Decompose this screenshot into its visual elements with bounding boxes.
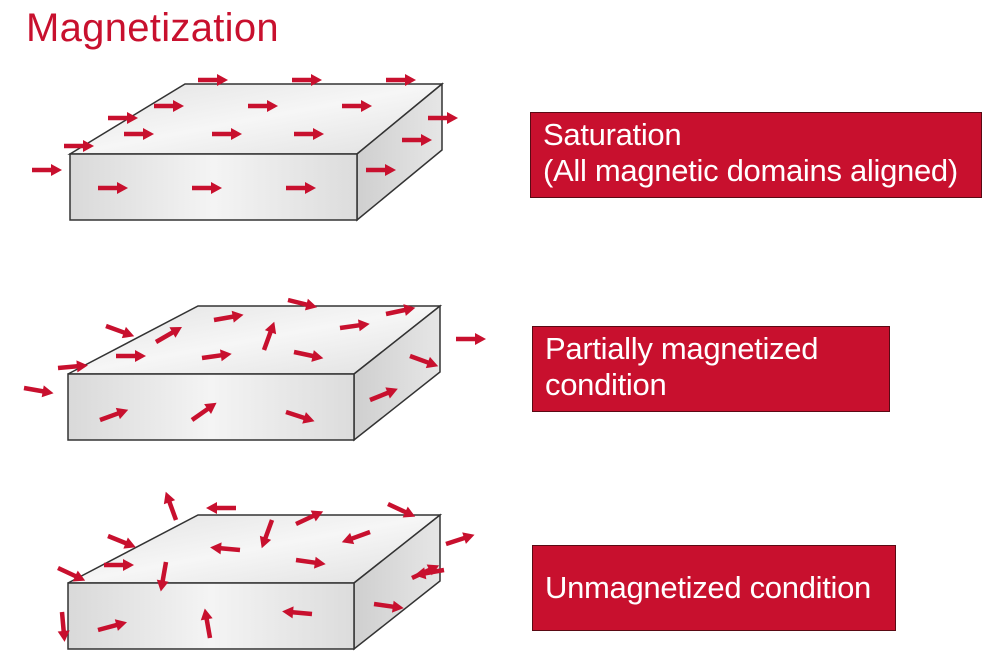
domain-arrow [386, 74, 416, 86]
slab-saturation [32, 74, 458, 222]
label-line: Unmagnetized condition [545, 570, 871, 605]
domain-arrow [369, 387, 398, 403]
domain-arrow [57, 360, 88, 373]
domain-arrow [409, 353, 439, 369]
domain-arrow [294, 128, 324, 140]
domain-arrow [57, 565, 86, 582]
domain-arrow [154, 327, 182, 344]
domain-arrow [282, 606, 313, 619]
domain-arrow [64, 140, 94, 152]
domain-arrow [287, 297, 318, 311]
slab-front-face [67, 582, 355, 650]
domain-arrow [192, 182, 222, 194]
domain-arrow [107, 533, 136, 549]
slab-partial [23, 297, 486, 442]
domain-arrow [105, 323, 135, 339]
domain-arrow [456, 333, 486, 345]
label-line: (All magnetic domains aligned) [543, 153, 958, 188]
domain-arrow [156, 561, 169, 592]
domain-arrow [206, 502, 236, 514]
domain-arrow [261, 321, 277, 351]
domain-arrow [200, 608, 213, 639]
slab-unmagnetized [57, 491, 475, 651]
domain-arrow [402, 134, 432, 146]
domain-arrow [387, 501, 416, 518]
domain-arrow [210, 542, 241, 555]
domain-arrow [292, 74, 322, 86]
domain-arrow [57, 611, 70, 642]
label-partial: Partially magnetized condition [532, 326, 890, 412]
domain-arrow [339, 319, 370, 332]
domain-arrow [259, 519, 275, 549]
domain-arrow [295, 510, 324, 527]
domain-arrow [286, 182, 316, 194]
domain-arrow [213, 310, 244, 323]
domain-arrow [163, 491, 179, 521]
domain-arrow [248, 100, 278, 112]
domain-arrow [97, 619, 127, 633]
domain-arrow [99, 407, 129, 423]
domain-arrow [154, 100, 184, 112]
domain-arrow [373, 600, 404, 613]
domain-arrow [293, 349, 324, 362]
domain-arrow [124, 128, 154, 140]
domain-arrow [32, 164, 62, 176]
domain-arrow [428, 112, 458, 124]
domain-arrow [104, 559, 134, 571]
domain-arrows-saturation [32, 74, 458, 194]
label-line: Partially magnetized [545, 331, 819, 366]
domain-arrows-unmagnetized [57, 491, 475, 642]
domain-arrow [411, 564, 440, 581]
domain-arrow [295, 556, 326, 569]
domain-arrow [108, 112, 138, 124]
domain-arrow [98, 182, 128, 194]
diagram-title: Magnetization [26, 6, 279, 50]
domain-arrow [198, 74, 228, 86]
domain-arrows-partial [23, 297, 486, 424]
label-unmagnetized: Unmagnetized condition [532, 545, 896, 631]
domain-arrow [342, 100, 372, 112]
domain-arrow [116, 350, 146, 362]
domain-arrow [23, 385, 54, 398]
label-line: condition [545, 367, 667, 402]
domain-arrow [212, 128, 242, 140]
domain-arrow [445, 532, 475, 547]
domain-arrow [201, 349, 232, 362]
label-line: Saturation [543, 117, 682, 152]
label-saturation: Saturation (All magnetic domains aligned… [530, 112, 982, 198]
domain-arrow [366, 164, 396, 176]
domain-arrow [285, 409, 315, 424]
domain-arrow [190, 402, 217, 422]
domain-arrow [341, 529, 371, 545]
domain-arrow [385, 304, 416, 317]
